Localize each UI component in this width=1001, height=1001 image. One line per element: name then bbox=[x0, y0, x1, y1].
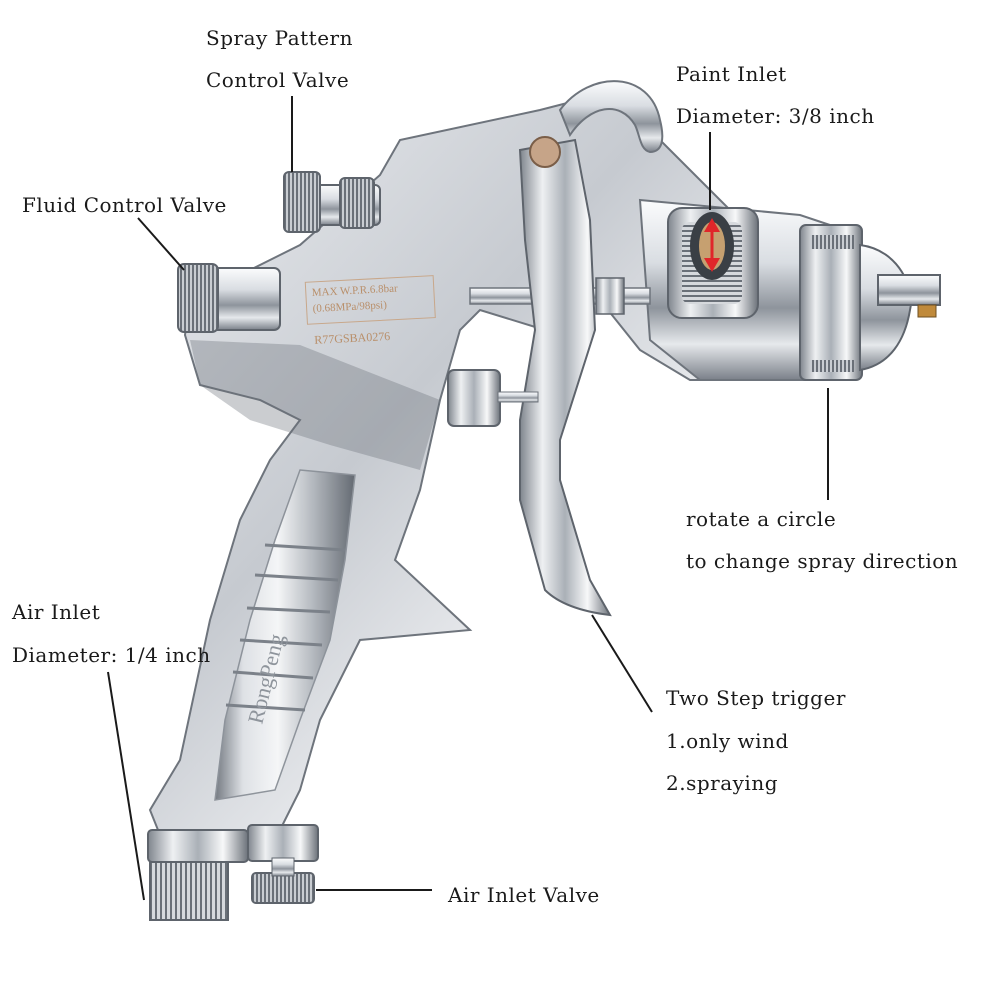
label-air-inlet-2: Diameter: 1/4 inch bbox=[12, 643, 211, 667]
label-trigger-3: 2.spraying bbox=[666, 771, 779, 795]
leader-lines bbox=[107, 96, 829, 901]
leader-air-inlet bbox=[107, 671, 145, 901]
engraving-serial: R77GSBA0276 bbox=[314, 329, 391, 347]
handle-face bbox=[214, 469, 356, 801]
grip-ridges bbox=[225, 543, 346, 712]
engraving-pressure-1: MAX W.P.R.6.8bar bbox=[312, 283, 399, 299]
engraving-pressure-2: (0.68MPa/98psi) bbox=[312, 299, 387, 315]
air-valve-body bbox=[447, 369, 501, 427]
air-inlet-valve-body bbox=[247, 824, 319, 862]
leader-trigger bbox=[591, 614, 653, 713]
label-paint-inlet-2: Diameter: 3/8 inch bbox=[676, 104, 875, 128]
label-fluid-control: Fluid Control Valve bbox=[22, 193, 227, 217]
diameter-arrow bbox=[704, 218, 720, 272]
label-trigger-1: Two Step trigger bbox=[666, 686, 846, 710]
label-air-inlet-1: Air Inlet bbox=[12, 600, 101, 624]
air-inlet-valve-stem bbox=[271, 857, 295, 877]
trigger bbox=[518, 138, 612, 617]
label-trigger-2: 1.only wind bbox=[666, 729, 789, 753]
air-cap-horn bbox=[877, 274, 941, 306]
label-rotate-1: rotate a circle bbox=[686, 507, 837, 531]
air-inlet-nut bbox=[147, 829, 249, 863]
fluid-valve-barrel bbox=[209, 267, 281, 331]
pattern-valve-knob bbox=[283, 171, 321, 233]
hanging-hook bbox=[558, 80, 664, 154]
air-cap-knurl-2 bbox=[810, 360, 854, 372]
needle-nut bbox=[595, 277, 625, 315]
air-cap-knurl bbox=[810, 235, 854, 249]
label-spray-pattern-2: Control Valve bbox=[206, 68, 350, 92]
air-cap-dome bbox=[859, 243, 912, 372]
leader-fluid-control bbox=[137, 217, 185, 271]
label-spray-pattern-1: Spray Pattern bbox=[206, 26, 353, 50]
air-inlet-thread bbox=[149, 861, 229, 921]
pattern-valve-knob-2 bbox=[339, 177, 375, 229]
body-engraving: MAX W.P.R.6.8bar (0.68MPa/98psi) R77GSBA… bbox=[304, 275, 436, 347]
air-valve-stem bbox=[497, 391, 539, 403]
label-rotate-2: to change spray direction bbox=[686, 549, 959, 573]
label-air-inlet-valve: Air Inlet Valve bbox=[448, 883, 600, 907]
fluid-tip bbox=[917, 304, 937, 318]
trigger-pivot bbox=[529, 136, 561, 168]
fluid-valve-knob bbox=[177, 263, 219, 333]
body-shadow bbox=[190, 340, 440, 470]
label-paint-inlet-1: Paint Inlet bbox=[676, 62, 787, 86]
air-inlet-valve-knob bbox=[251, 872, 315, 904]
